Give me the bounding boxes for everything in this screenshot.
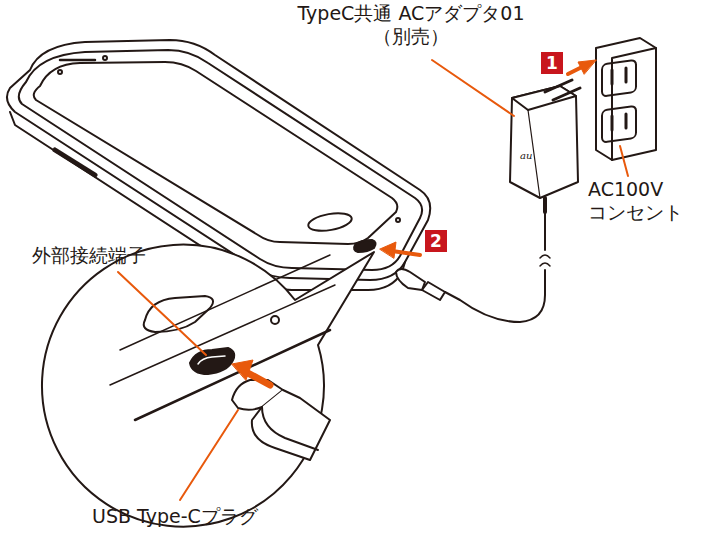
brand-logo: au bbox=[520, 150, 532, 161]
callout-number: 1 bbox=[541, 52, 563, 74]
callout-number: 2 bbox=[425, 230, 447, 252]
part-label: TypeC共通 ACアダプタ01（別売） bbox=[296, 2, 526, 48]
part-label: USB Type-Cプラグ bbox=[92, 505, 258, 528]
part-label: AC100V コンセント bbox=[588, 178, 700, 224]
part-label: 外部接続端子 bbox=[32, 244, 146, 267]
